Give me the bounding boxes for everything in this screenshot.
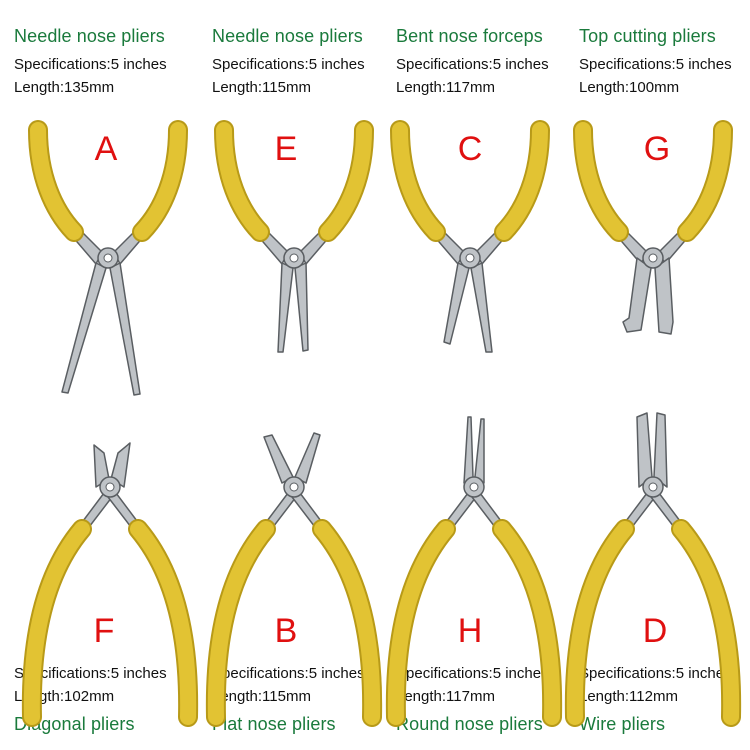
handle: [320, 122, 372, 240]
pivot-screw: [465, 253, 475, 263]
product-spec: Specifications:5 inches: [579, 56, 732, 73]
product-length: Length:115mm: [212, 79, 311, 96]
product-letter: B: [274, 612, 298, 650]
product-title: Wire pliers: [579, 714, 666, 734]
diagonal-pliers-icon: [21, 442, 199, 727]
product-card-h: H Specifications:5 inches Length:117mm R…: [382, 375, 567, 750]
handle: [566, 521, 633, 725]
handle: [496, 122, 548, 240]
product-length: Length:112mm: [579, 688, 678, 705]
jaw-left: [443, 262, 470, 345]
product-card-b: B Specifications:5 inches Length:115mm F…: [198, 375, 383, 750]
jaw-right: [474, 418, 485, 484]
pivot-screw: [469, 482, 479, 492]
jaw-right: [470, 262, 493, 353]
handle: [575, 122, 627, 240]
product-card-a: Needle nose pliers Specifications:5 inch…: [0, 0, 188, 396]
product-card-g: Top cutting pliers Specifications:5 inch…: [565, 0, 750, 375]
product-title: Diagonal pliers: [14, 714, 135, 734]
product-letter: H: [457, 612, 483, 650]
product-spec: Specifications:5 inches: [579, 665, 732, 682]
product-letter: C: [457, 130, 483, 168]
wire-pliers-icon: [564, 412, 742, 727]
product-title: Bent nose forceps: [396, 26, 543, 46]
pivot-screw: [648, 482, 658, 492]
bent-nose-forceps-icon: [390, 120, 550, 353]
product-spec: Specifications:5 inches: [396, 665, 549, 682]
product-length: Length:117mm: [396, 688, 495, 705]
jaw-left: [636, 412, 653, 488]
product-length: Length:117mm: [396, 79, 495, 96]
jaw-right: [294, 262, 309, 352]
product-card-f: F Specifications:5 inches Length:102mm D…: [0, 375, 199, 750]
handle: [314, 521, 381, 725]
jaw-right: [654, 257, 674, 335]
jaw-left: [263, 434, 294, 484]
pivot-screw: [289, 482, 299, 492]
pivot-screw: [105, 482, 115, 492]
needle-nose-pliers-icon: [28, 120, 188, 396]
jaw-right: [294, 432, 321, 484]
handle: [392, 122, 444, 240]
product-spec: Specifications:5 inches: [14, 665, 167, 682]
jaw-left: [463, 416, 474, 484]
handle: [23, 521, 90, 725]
product-title: Top cutting pliers: [579, 26, 716, 46]
handle: [494, 521, 561, 725]
needle-nose-pliers-icon: [214, 120, 374, 353]
product-title: Flat nose pliers: [212, 714, 336, 734]
product-letter: G: [643, 130, 671, 168]
product-letter: A: [94, 130, 118, 168]
product-spec: Specifications:5 inches: [396, 56, 549, 73]
product-card-d: D Specifications:5 inches Length:112mm W…: [564, 375, 750, 750]
top-cutting-pliers-icon: [573, 120, 733, 335]
product-title: Round nose pliers: [396, 714, 543, 734]
handle: [216, 122, 268, 240]
flat-nose-pliers-icon: [205, 432, 383, 727]
product-card-e: Needle nose pliers Specifications:5 inch…: [198, 0, 383, 375]
product-length: Length:100mm: [579, 79, 680, 96]
product-spec: Specifications:5 inches: [14, 56, 167, 73]
product-title: Needle nose pliers: [14, 26, 165, 46]
handle: [30, 122, 82, 240]
product-spec: Specifications:5 inches: [212, 56, 365, 73]
jaw-left: [622, 257, 652, 333]
jaw-left: [277, 262, 294, 353]
pivot-screw: [289, 253, 299, 263]
pivot-screw: [103, 253, 113, 263]
product-title: Needle nose pliers: [212, 26, 363, 46]
round-nose-pliers-icon: [385, 416, 563, 727]
product-length: Length:135mm: [14, 79, 115, 96]
handle: [130, 521, 197, 725]
product-letter: E: [274, 130, 298, 168]
product-length: Length:115mm: [212, 688, 311, 705]
handle: [387, 521, 454, 725]
product-spec: Specifications:5 inches: [212, 665, 365, 682]
pivot-screw: [648, 253, 658, 263]
handle: [673, 521, 740, 725]
product-card-c: Bent nose forceps Specifications:5 inche…: [382, 0, 567, 375]
jaw-left: [61, 262, 107, 394]
handle: [207, 521, 274, 725]
handle: [679, 122, 731, 240]
handle: [134, 122, 186, 240]
product-letter: F: [93, 612, 115, 650]
product-letter: D: [642, 612, 668, 650]
jaw-right: [653, 412, 668, 488]
